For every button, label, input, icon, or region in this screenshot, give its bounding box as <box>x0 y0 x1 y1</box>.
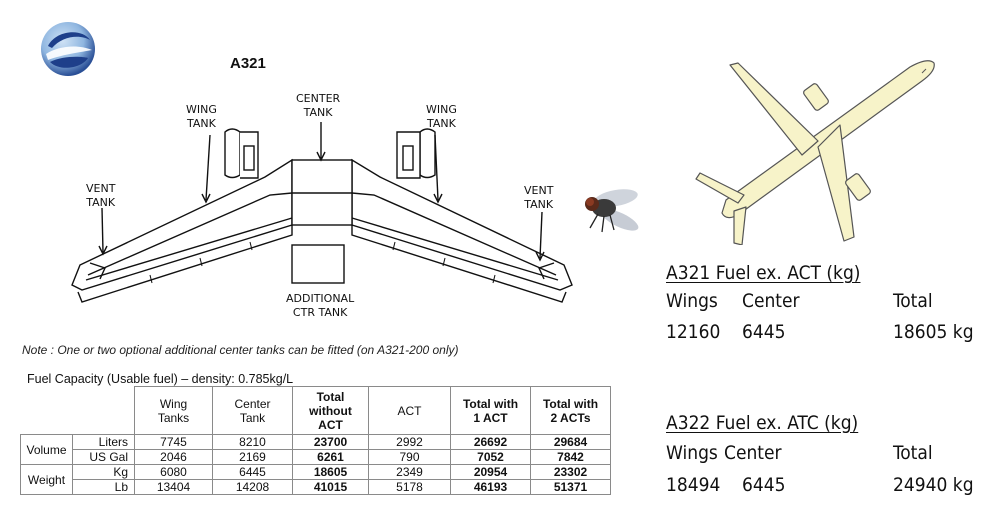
diagram-title: A321 <box>230 55 266 72</box>
unit-label: Kg <box>72 464 135 480</box>
table-cell: 7052 <box>450 449 531 465</box>
label-center-tank: CENTER TANK <box>296 92 341 119</box>
engine-left-icon <box>224 128 259 179</box>
a321-col-wings: Wings <box>666 290 718 312</box>
label-vent-tank-left: VENT TANK <box>86 182 116 209</box>
table-cell: 7842 <box>530 449 611 465</box>
a321-panel-heading: A321 Fuel ex. ACT (kg) <box>666 262 861 284</box>
table-cell: 14208 <box>212 479 293 495</box>
a322-col-wings: Wings <box>666 442 718 464</box>
table-cell: 2349 <box>368 464 451 480</box>
table-cell: 29684 <box>530 434 611 450</box>
table-cell: 41015 <box>292 479 369 495</box>
fuel-capacity-table: Wing Tanks Center Tank Total without ACT… <box>20 386 611 495</box>
wing-tank-diagram <box>71 122 573 303</box>
table-cell: 6080 <box>134 464 213 480</box>
group-label-volume: Volume <box>20 434 73 465</box>
a321-val-total: 18605 kg <box>893 321 974 343</box>
table-header-row: Wing Tanks Center Tank Total without ACT… <box>20 386 611 435</box>
table-cell: 7745 <box>134 434 213 450</box>
a321-val-center: 6445 <box>742 321 786 343</box>
a322-val-center: 6445 <box>742 474 786 496</box>
unit-label: US Gal <box>72 449 135 465</box>
aircraft-top-view-icon <box>695 60 935 245</box>
unit-label: Liters <box>72 434 135 450</box>
a321-col-total: Total <box>893 290 933 312</box>
table-row: Lb 13404 14208 41015 5178 46193 51371 <box>21 479 611 495</box>
header-total-without-act: Total without ACT <box>292 386 369 435</box>
a321-val-wings: 12160 <box>666 321 721 343</box>
label-additional-ctr-tank: ADDITIONAL CTR TANK <box>286 292 355 319</box>
a322-col-center: Center <box>724 442 782 464</box>
a321-col-center: Center <box>742 290 800 312</box>
header-total-2-acts: Total with 2 ACTs <box>530 386 611 435</box>
header-center-tank: Center Tank <box>212 386 293 435</box>
table-cell: 790 <box>368 449 451 465</box>
table-row: US Gal 2046 2169 6261 790 7052 7842 <box>21 449 611 465</box>
table-cell: 46193 <box>450 479 531 495</box>
a322-val-total: 24940 kg <box>893 474 974 496</box>
unit-label: Lb <box>72 479 135 495</box>
header-wing-tanks: Wing Tanks <box>134 386 213 435</box>
table-row: Volume Liters 7745 8210 23700 2992 26692… <box>20 434 611 465</box>
table-cell: 51371 <box>530 479 611 495</box>
table-cell: 2992 <box>368 434 451 450</box>
label-wing-tank-right: WING TANK <box>426 103 457 130</box>
engine-right-icon <box>396 128 436 179</box>
a322-val-wings: 18494 <box>666 474 721 496</box>
table-cell: 5178 <box>368 479 451 495</box>
header-total-1-act: Total with 1 ACT <box>450 386 531 435</box>
table-cell: 26692 <box>450 434 531 450</box>
table-row: Weight Kg 6080 6445 18605 2349 20954 233… <box>20 464 611 495</box>
label-wing-tank-left: WING TANK <box>186 103 217 130</box>
table-cell: 8210 <box>212 434 293 450</box>
fuel-table-caption: Fuel Capacity (Usable fuel) – density: 0… <box>27 372 294 386</box>
table-cell: 23700 <box>292 434 369 450</box>
header-act: ACT <box>368 386 451 435</box>
table-cell: 6261 <box>292 449 369 465</box>
table-cell: 13404 <box>134 479 213 495</box>
a322-panel-heading: A322 Fuel ex. ATC (kg) <box>666 412 859 434</box>
diagram-note: Note : One or two optional additional ce… <box>22 343 459 357</box>
a322-col-total: Total <box>893 442 933 464</box>
table-cell: 2046 <box>134 449 213 465</box>
group-label-weight: Weight <box>20 464 73 495</box>
table-cell: 6445 <box>212 464 293 480</box>
housefly-icon <box>585 189 639 233</box>
airline-logo-icon <box>41 22 95 76</box>
table-cell: 20954 <box>450 464 531 480</box>
table-cell: 23302 <box>530 464 611 480</box>
label-vent-tank-right: VENT TANK <box>524 184 554 211</box>
table-cell: 18605 <box>292 464 369 480</box>
table-cell: 2169 <box>212 449 293 465</box>
